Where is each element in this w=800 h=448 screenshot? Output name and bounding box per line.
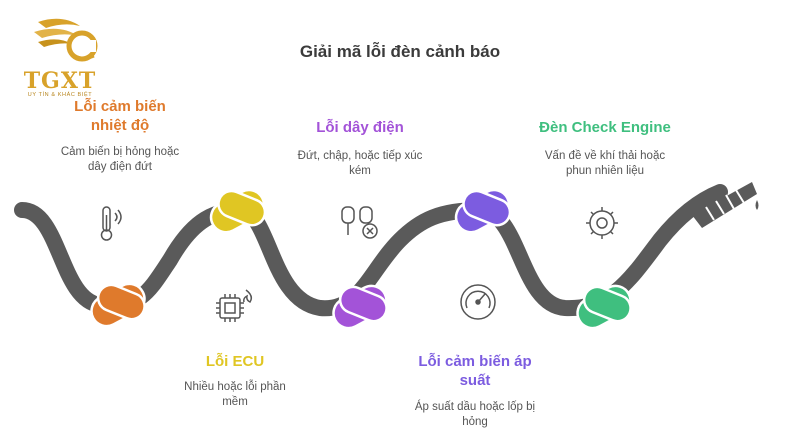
logo-emblem-icon	[34, 18, 98, 62]
item-title: Lỗi cảm biến nhiệt độ	[74, 98, 166, 134]
knot-violet	[454, 188, 512, 234]
item-wiring: Lỗi dây điện Đứt, chập, hoặc tiếp xúc ké…	[270, 118, 450, 179]
knot-orange	[90, 282, 146, 328]
item-title: Lỗi cảm biến áp suất	[418, 353, 532, 389]
item-pressure-sensor: Lỗi cảm biến áp suất Áp suất dầu hoặc lố…	[385, 352, 565, 430]
engine-icon	[586, 207, 618, 239]
hose-diagram	[14, 182, 759, 330]
knot-green	[576, 284, 632, 330]
item-description: Áp suất dầu hoặc lốp bị hỏng	[414, 401, 536, 428]
item-description: Nhiều hoặc lỗi phần mềm	[184, 381, 286, 408]
item-description: Vấn đề về khí thải hoặc phun nhiên liệu	[544, 150, 666, 177]
item-ecu: Lỗi ECU Nhiều hoặc lỗi phần mềm	[150, 352, 320, 410]
plug-icon	[341, 206, 378, 239]
item-title: Lỗi dây điện	[316, 119, 404, 136]
page-title: Giải mã lỗi đèn cảnh báo	[299, 42, 501, 61]
item-description: Cảm biến bị hỏng hoặc dây điện đứt	[60, 146, 180, 173]
chip-icon	[216, 289, 253, 322]
logo-tagline: UY TÍN & KHÁC BIỆT	[27, 92, 93, 98]
brand-logo: TGXT UY TÍN & KHÁC BIỆT	[10, 12, 110, 107]
nozzle-icon	[692, 182, 759, 228]
gauge-icon	[460, 284, 496, 320]
thermometer-icon	[100, 206, 122, 241]
knot-yellow	[209, 188, 267, 234]
item-sensor-temp: Lỗi cảm biến nhiệt độ Cảm biến bị hỏng h…	[30, 97, 210, 175]
item-title: Đèn Check Engine	[539, 119, 671, 136]
item-description: Đứt, chập, hoặc tiếp xúc kém	[297, 150, 423, 177]
knot-purple	[332, 284, 388, 330]
logo-text: TGXT	[23, 68, 97, 94]
item-title: Lỗi ECU	[205, 353, 265, 370]
item-check-engine: Đèn Check Engine Vấn đề về khí thải hoặc…	[510, 118, 700, 179]
